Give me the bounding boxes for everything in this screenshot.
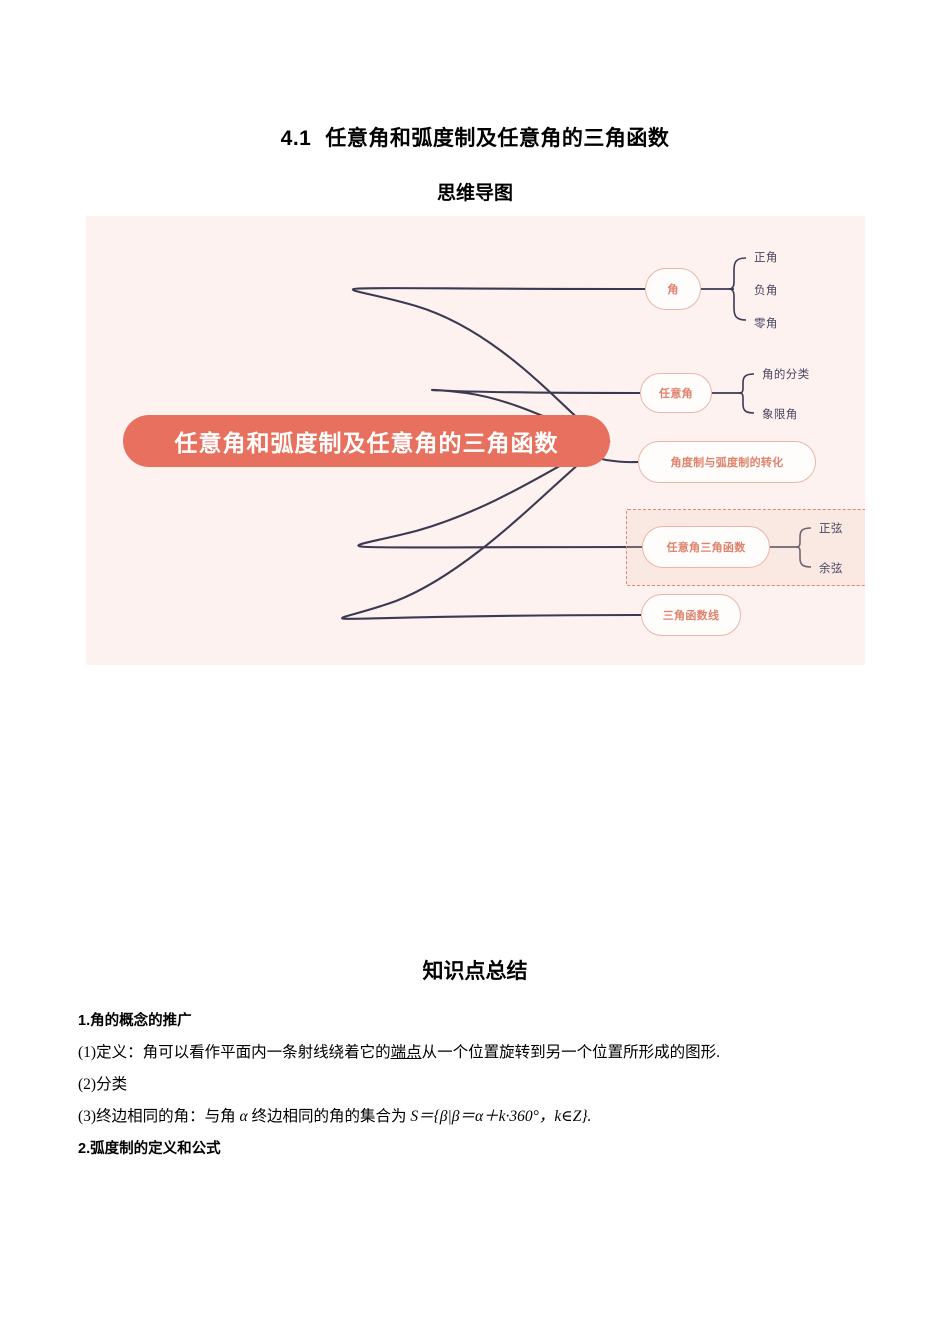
page-title: 4.1 任意角和弧度制及任意角的三角函数 (0, 122, 950, 152)
knowledge-heading: 知识点总结 (422, 959, 528, 983)
coterminal-alpha: α (239, 1108, 248, 1125)
knowledge-item-coterminal: (3)终边相同的角：与角 α 终边相同的角的集合为 S＝{β|β＝α＋k·360… (78, 1101, 878, 1133)
mindmap-branch-hanshuxian[interactable]: 三角函数线 (641, 594, 741, 636)
mindmap-branch-label: 角 (667, 284, 679, 296)
mindmap-center-node[interactable]: 任意角和弧度制及任意角的三角函数 (123, 415, 610, 467)
mindmap-branch-jiao[interactable]: 角 (645, 268, 701, 310)
mindmap-branch-label: 任意角三角函数 (666, 542, 746, 554)
mindmap-branch-sanjiaohanshu[interactable]: 任意角三角函数 (642, 526, 770, 568)
mindmap-branch-label: 角度制与弧度制的转化 (670, 457, 784, 469)
mindmap-branch-label: 三角函数线 (662, 610, 720, 622)
knowledge-item-definition: (1)定义：角可以看作平面内一条射线绕着它的端点从一个位置旋转到另一个位置所形成… (78, 1037, 878, 1069)
mindmap-leaf-jiaodefenlei[interactable]: 角的分类 (762, 369, 810, 381)
mindmap-figure: 任意角和弧度制及任意角的三角函数 角 任意角 角度制与弧度制的转化 任意角三角函… (86, 216, 865, 665)
definition-text-before: (1)定义：角可以看作平面内一条射线绕着它的 (78, 1044, 391, 1061)
mindmap-leaf-zhengxian[interactable]: 正弦 (819, 523, 843, 535)
coterminal-mid: 终边相同的角的集合为 (247, 1108, 411, 1125)
mindmap-leaf-xiangxianjiao[interactable]: 象限角 (762, 409, 798, 421)
mindmap-heading: 思维导图 (436, 183, 513, 204)
mindmap-branch-zhuanhua[interactable]: 角度制与弧度制的转化 (638, 441, 816, 483)
mindmap-center-label: 任意角和弧度制及任意角的三角函数 (174, 430, 559, 456)
mindmap-leaf-yuxian[interactable]: 余弦 (819, 563, 843, 575)
section-number: 4.1 (280, 127, 312, 150)
knowledge-body: 1.角的概念的推广 (1)定义：角可以看作平面内一条射线绕着它的端点从一个位置旋… (78, 1005, 878, 1165)
section-title: 任意角和弧度制及任意角的三角函数 (325, 127, 670, 150)
mindmap-leaf-zhengjiao[interactable]: 正角 (754, 252, 778, 264)
knowledge-item-heading-2: 2.弧度制的定义和公式 (78, 1141, 221, 1157)
mindmap-branch-label: 任意角 (659, 388, 693, 400)
mindmap-branch-renyijiao[interactable]: 任意角 (640, 373, 712, 413)
knowledge-item-classification: (2)分类 (78, 1076, 128, 1093)
coterminal-prefix: (3)终边相同的角：与角 (78, 1108, 240, 1125)
mindmap-leaf-fujiao[interactable]: 负角 (754, 285, 778, 297)
mindmap-leaf-lingjiao[interactable]: 零角 (754, 318, 778, 330)
knowledge-item-heading-1: 1.角的概念的推广 (78, 1013, 192, 1029)
definition-text-after: 从一个位置旋转到另一个位置所形成的图形. (421, 1044, 720, 1061)
coterminal-formula: S＝{β|β＝α＋k·360°，k∈Z}. (410, 1108, 592, 1125)
definition-underlined-term: 端点 (390, 1044, 422, 1061)
